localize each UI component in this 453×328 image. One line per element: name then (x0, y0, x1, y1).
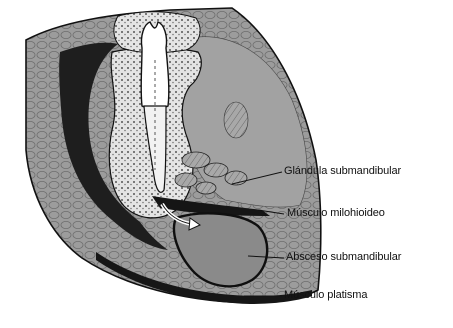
label-gland: Glándula submandibular (284, 165, 401, 177)
label-abscess: Absceso submandibular (286, 251, 401, 263)
tooth-crown (141, 22, 169, 109)
label-mylohyoid: Músculo milohioideo (287, 207, 385, 219)
label-platysma: Músculo platisma (284, 289, 367, 301)
